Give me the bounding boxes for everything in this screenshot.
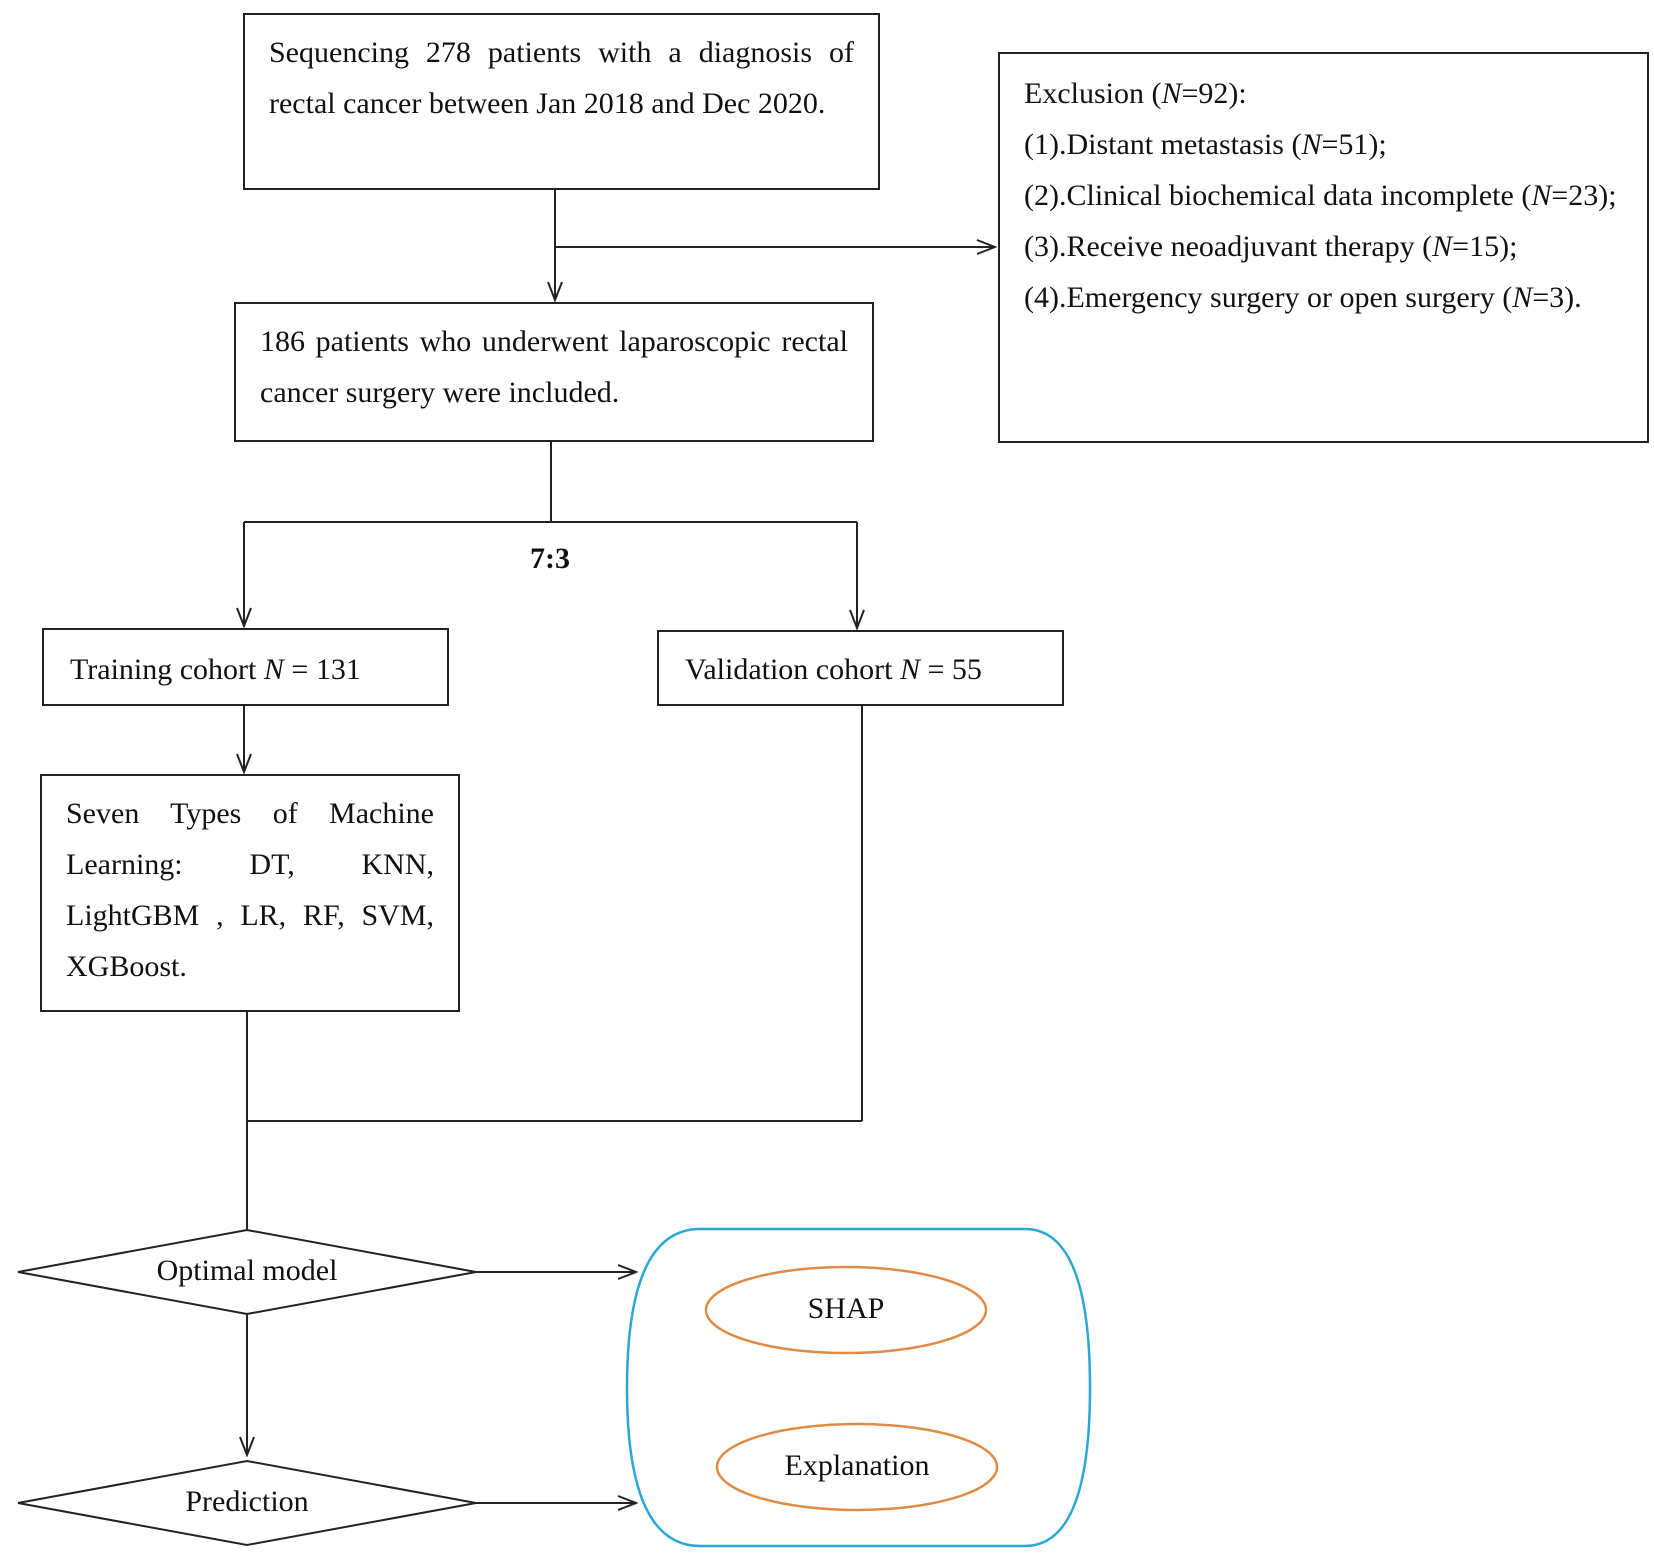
validation-cohort-box: Validation cohort N = 55 (657, 630, 1064, 706)
explanation-label: Explanation (784, 1449, 930, 1482)
explanation-ellipse (715, 1422, 999, 1512)
start-box-text: Sequencing 278 patients with a diagnosis… (269, 36, 854, 120)
included-box: 186 patients who underwent laparoscopic … (234, 302, 874, 442)
exclusion-heading: Exclusion (N=92): (1024, 77, 1247, 110)
shap-label: SHAP (807, 1292, 885, 1325)
shap-ellipse (704, 1265, 988, 1355)
included-box-text: 186 patients who underwent laparoscopic … (260, 325, 848, 409)
start-box: Sequencing 278 patients with a diagnosis… (243, 13, 880, 190)
exclusion-item: (1).Distant metastasis (N=51); (1024, 128, 1387, 161)
ml-models-text: Seven Types of Machine Learning: DT, KNN… (66, 797, 434, 983)
ml-models-box: Seven Types of Machine Learning: DT, KNN… (40, 774, 460, 1012)
exclusion-item: (3).Receive neoadjuvant therapy (N=15); (1024, 230, 1518, 263)
exclusion-box: Exclusion (N=92): (1).Distant metastasis… (998, 52, 1649, 443)
exclusion-item: (4).Emergency surgery or open surgery (N… (1024, 281, 1582, 314)
training-cohort-box: Training cohort N = 131 (42, 628, 449, 706)
exclusion-item: (2).Clinical biochemical data incomplete… (1024, 179, 1617, 212)
prediction-label: Prediction (185, 1485, 309, 1518)
optimal-model-label: Optimal model (156, 1254, 338, 1287)
split-ratio-label: 7:3 (530, 542, 570, 575)
